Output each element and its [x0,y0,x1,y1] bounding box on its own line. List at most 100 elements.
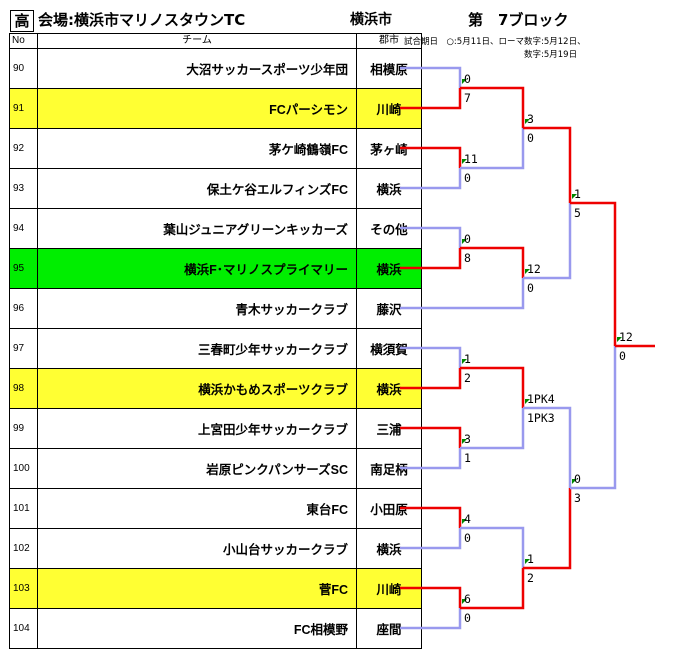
bracket-line [460,246,525,278]
score-label: 0 [619,349,626,363]
score-label: 6 [464,592,471,606]
score-label: 12 [619,330,633,344]
bracket-line [400,448,462,470]
bracket-line [400,368,462,390]
team-name: 三春町少年サッカークラブ [37,328,357,369]
bracket-line [460,86,525,128]
result-marker-icon [617,337,622,342]
result-marker-icon [525,269,530,274]
team-name: 横浜かもめスポーツクラブ [37,368,357,409]
score-label: 3 [574,491,581,505]
team-name: 菅FC [37,568,357,609]
score-label: 11 [464,152,478,166]
bracket-line [400,168,462,190]
team-number: 92 [9,128,38,169]
score-label: 0 [527,281,534,295]
bracket-line [400,88,462,110]
bracket-line [460,568,525,610]
bracket-line [523,203,572,280]
score-label: 0 [464,72,471,86]
score-label: 1 [464,352,471,366]
bracket-line [400,146,462,168]
team-name: 保土ケ谷エルフィンズFC [37,168,357,209]
score-label: 2 [464,371,471,385]
team-number: 103 [9,568,38,609]
bracket-line [523,488,572,570]
result-marker-icon [525,119,530,124]
bracket-line [400,608,462,630]
team-number: 90 [9,48,38,89]
result-marker-icon [462,239,467,244]
venue-title: 会場:横浜市マリノスタウンTC [38,11,246,29]
team-number: 98 [9,368,38,409]
score-label: 0 [464,531,471,545]
team-name: 上宮田少年サッカークラブ [37,408,357,449]
team-name: FC相模野 [37,608,357,649]
team-city: 横浜 [356,368,422,409]
bracket-line [570,201,617,346]
team-name: 葉山ジュニアグリーンキッカーズ [37,208,357,249]
bracket-line [400,346,462,368]
team-number: 93 [9,168,38,209]
bracket-line [400,586,462,608]
score-label: 2 [527,571,534,585]
score-label: 0 [527,131,534,145]
team-number: 99 [9,408,38,449]
bracket-line [460,408,525,450]
score-label: 5 [574,206,581,220]
bracket-line [400,278,525,310]
result-marker-icon [572,479,577,484]
bracket-line [400,506,462,528]
team-name: 茅ケ崎鶴嶺FC [37,128,357,169]
bracket-line [400,248,462,270]
score-label: 3 [527,112,534,126]
schedule-note-cont: 数字:5月19日 [524,50,578,60]
division-badge: 高 [10,10,34,32]
team-number: 104 [9,608,38,649]
result-marker-icon [462,79,467,84]
score-label: 0 [574,472,581,486]
city-label: 横浜市 [350,12,392,28]
result-marker-icon [462,439,467,444]
score-label: 1PK3 [527,411,555,425]
block-title: 第 7ブロック [468,11,569,29]
score-label: 1 [527,552,534,566]
schedule-note: 試合期日 ○:5月11日、ローマ数字:5月12日、 [404,37,586,47]
bracket-line [400,226,462,248]
result-marker-icon [462,599,467,604]
bracket-line [400,426,462,448]
score-label: 0 [464,232,471,246]
score-label: 1 [464,451,471,465]
score-label: 3 [464,432,471,446]
bracket-line [523,126,572,203]
team-city: 川崎 [356,88,422,129]
score-label: 1PK4 [527,392,555,406]
result-marker-icon [462,159,467,164]
bracket-line [570,346,617,490]
score-label: 0 [464,611,471,625]
score-label: 7 [464,91,471,105]
score-label: 4 [464,512,471,526]
score-label: 12 [527,262,541,276]
bracket-line [400,528,462,550]
bracket-line [460,128,525,170]
bracket-line [460,366,525,408]
team-number: 101 [9,488,38,529]
team-name: 大沼サッカースポーツ少年団 [37,48,357,89]
result-marker-icon [525,559,530,564]
result-marker-icon [525,399,530,404]
